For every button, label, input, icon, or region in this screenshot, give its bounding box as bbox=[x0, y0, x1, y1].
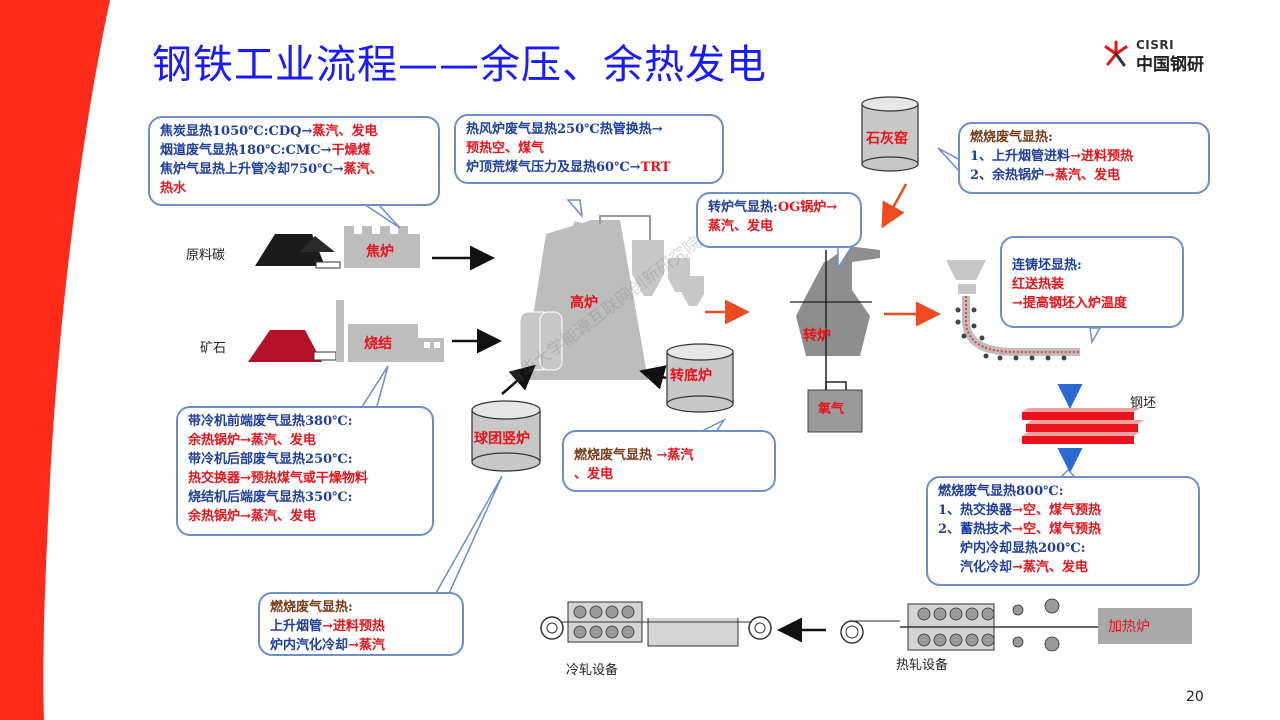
label-raw-coal: 原料碳 bbox=[186, 248, 226, 263]
rotary-hearth-furnace-icon bbox=[666, 343, 734, 413]
text: 带冷机后部废气显热250℃: bbox=[188, 452, 353, 467]
text: 燃烧废气显热: bbox=[970, 130, 1053, 145]
text: 焦炉气显热上升管冷却750℃→ bbox=[160, 162, 344, 177]
text: →空、煤气预热 bbox=[1012, 522, 1101, 537]
callout-lime-kiln: 燃烧废气显热: 1、上升烟管进料→进料预热 2、余热锅炉→蒸汽、发电 bbox=[958, 122, 1210, 194]
label-ore: 矿石 bbox=[200, 341, 227, 356]
text: 2、蓄热技术 bbox=[938, 522, 1013, 537]
text: →进料预热 bbox=[322, 619, 385, 634]
label-oxygen: 氧气 bbox=[818, 402, 845, 417]
text: 烧结机后端废气显热350℃: bbox=[188, 490, 353, 505]
label-rotary-hearth-furnace: 转底炉 bbox=[670, 368, 712, 384]
cisri-logo: CISRI 中国钢研 bbox=[1100, 38, 1210, 75]
text: 余热锅炉→蒸汽、发电 bbox=[188, 433, 316, 448]
text: 热水 bbox=[160, 181, 187, 196]
blast-furnace-icon bbox=[519, 215, 704, 380]
coke-oven-icon bbox=[344, 226, 420, 268]
logo-name: 中国钢研 bbox=[1136, 55, 1204, 75]
text: →蒸汽、发电 bbox=[1012, 560, 1088, 575]
label-pellet-shaft-furnace: 球团竖炉 bbox=[474, 431, 530, 447]
label-converter: 转炉 bbox=[803, 328, 831, 344]
text: 蒸汽、发电 bbox=[708, 219, 774, 234]
converter-icon bbox=[790, 246, 880, 390]
text: →蒸汽 bbox=[656, 448, 694, 463]
label-blast-furnace: 高炉 bbox=[570, 295, 598, 311]
text: →空、煤气预热 bbox=[1012, 503, 1101, 518]
lime-kiln-icon bbox=[861, 96, 919, 172]
text: 上升烟管 bbox=[270, 619, 323, 634]
text: 余热锅炉→蒸汽、发电 bbox=[188, 509, 316, 524]
sinter-plant-icon bbox=[336, 300, 444, 362]
callout-converter-gas: 转炉气显热:OG锅炉→ 蒸汽、发电 bbox=[696, 192, 862, 248]
left-red-band bbox=[0, 0, 110, 720]
text: 汽化冷却 bbox=[960, 560, 1013, 575]
text: 热风炉废气显热250℃热管换热→ bbox=[466, 122, 663, 137]
text: 红送热装 bbox=[1012, 277, 1065, 292]
label-hot-rolling: 热轧设备 bbox=[896, 658, 949, 673]
callout-hot-blast: 热风炉废气显热250℃热管换热→ 预热空、煤气 炉顶荒煤气压力及显热60℃→TR… bbox=[454, 114, 724, 184]
text: 热交换器→预热煤气或干燥物料 bbox=[188, 471, 368, 486]
page-number: 20 bbox=[1186, 689, 1204, 705]
text: OG锅炉→ bbox=[777, 200, 838, 215]
callout-sinter: 带冷机前端废气显热380℃: 余热锅炉→蒸汽、发电 带冷机后部废气显热250℃:… bbox=[176, 406, 434, 536]
heating-furnace-icon bbox=[1098, 608, 1192, 644]
text: TRT bbox=[640, 160, 671, 175]
callout-coke-oven: 焦炭显热1050℃:CDQ→蒸汽、发电 烟道废气显热180℃:CMC→干燥煤 焦… bbox=[148, 116, 440, 206]
text: 焦炭显热1050℃:CDQ→ bbox=[160, 124, 313, 139]
label-sinter: 烧结 bbox=[364, 336, 392, 352]
text: 带冷机前端废气显热380℃: bbox=[188, 414, 353, 429]
hot-rolling-icon bbox=[900, 598, 1098, 652]
steel-billet-icon bbox=[1022, 408, 1144, 444]
text: 干燥煤 bbox=[331, 143, 371, 158]
text: 燃烧废气显热: bbox=[270, 600, 353, 615]
ore-pile-icon bbox=[248, 330, 337, 362]
label-lime-kiln: 石灰窑 bbox=[866, 131, 908, 147]
label-billet: 钢坯 bbox=[1130, 396, 1157, 411]
coil-icon bbox=[840, 620, 900, 644]
logo-cisri-text: CISRI bbox=[1136, 38, 1175, 52]
callout-heating-furnace: 燃烧废气显热800℃: 1、热交换器→空、煤气预热 2、蓄热技术→空、煤气预热 … bbox=[926, 476, 1200, 586]
text: 预热空、煤气 bbox=[466, 141, 545, 156]
text: 2、余热锅炉 bbox=[970, 168, 1045, 183]
text: 连铸坯显热: bbox=[1012, 258, 1082, 273]
text: 炉内汽化冷却 bbox=[270, 638, 349, 653]
text: →蒸汽、发电 bbox=[1044, 168, 1120, 183]
coal-pile-icon bbox=[255, 234, 341, 269]
callout-casting: 连铸坯显热: 红送热装 →提高钢坯入炉温度 bbox=[1000, 236, 1184, 328]
text: 转炉气显热: bbox=[708, 200, 778, 215]
label-coke-oven: 焦炉 bbox=[366, 244, 394, 260]
continuous-caster-icon bbox=[946, 260, 1080, 361]
pellet-shaft-furnace-icon bbox=[471, 400, 541, 472]
text: →提高钢坯入炉温度 bbox=[1012, 296, 1127, 311]
text: →进料预热 bbox=[1070, 149, 1133, 164]
callout-rotary-hearth: 燃烧废气显热 →蒸汽 、发电 bbox=[562, 430, 776, 492]
text: 1、热交换器 bbox=[938, 503, 1013, 518]
text: 蒸汽、 bbox=[343, 162, 383, 177]
text: 1、上升烟管进料 bbox=[970, 149, 1071, 164]
oxygen-tank-icon bbox=[807, 381, 863, 433]
label-cold-rolling: 冷轧设备 bbox=[566, 663, 619, 678]
text: 燃烧废气显热800℃: bbox=[938, 484, 1064, 499]
callout-pellet-furnace: 燃烧废气显热: 上升烟管→进料预热 炉内汽化冷却→蒸汽 bbox=[258, 592, 464, 656]
text: 燃烧废气显热 bbox=[574, 448, 657, 463]
text: →蒸汽 bbox=[348, 638, 385, 653]
text: 、发电 bbox=[574, 467, 614, 482]
text: 烟道废气显热180℃:CMC→ bbox=[160, 143, 332, 158]
text: 炉顶荒煤气压力及显热60℃→ bbox=[466, 160, 641, 175]
cold-rolling-icon bbox=[540, 601, 772, 647]
page-title: 钢铁工业流程——余压、余热发电 bbox=[152, 42, 767, 88]
text: 炉内冷却显热200℃: bbox=[960, 541, 1086, 556]
label-heating-furnace: 加热炉 bbox=[1108, 619, 1150, 635]
text: 蒸汽、发电 bbox=[312, 124, 378, 139]
cisri-logo-icon bbox=[1104, 40, 1128, 67]
